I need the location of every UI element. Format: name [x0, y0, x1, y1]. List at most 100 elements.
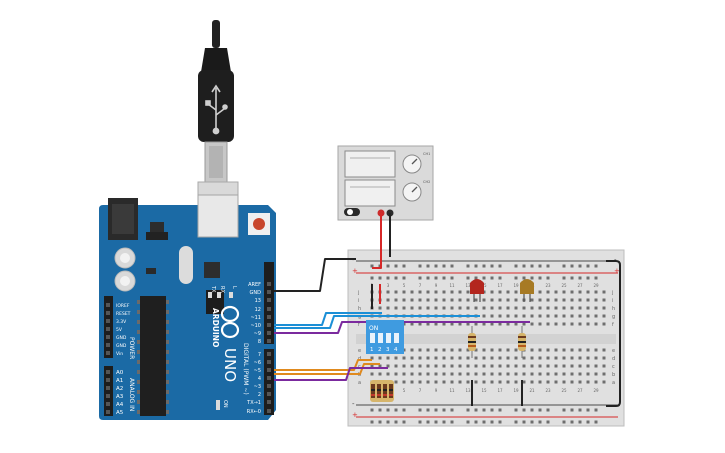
- breadboard-hole[interactable]: [490, 306, 494, 310]
- breadboard-hole[interactable]: [418, 348, 422, 352]
- breadboard-hole[interactable]: [434, 306, 438, 310]
- breadboard-hole[interactable]: [402, 306, 406, 310]
- breadboard-hole[interactable]: [442, 322, 446, 326]
- header-pin[interactable]: [106, 351, 110, 355]
- breadboard-hole[interactable]: [578, 348, 582, 352]
- breadboard-hole[interactable]: [450, 356, 454, 360]
- breadboard-hole[interactable]: [490, 356, 494, 360]
- breadboard-hole[interactable]: [434, 380, 438, 384]
- header-pin[interactable]: [267, 360, 271, 364]
- breadboard-hole[interactable]: [602, 372, 606, 376]
- breadboard-hole[interactable]: [482, 408, 486, 412]
- breadboard-hole[interactable]: [490, 298, 494, 302]
- breadboard-hole[interactable]: [434, 408, 438, 412]
- breadboard-hole[interactable]: [578, 314, 582, 318]
- breadboard-hole[interactable]: [514, 298, 518, 302]
- breadboard-hole[interactable]: [426, 356, 430, 360]
- breadboard-hole[interactable]: [466, 372, 470, 376]
- breadboard-hole[interactable]: [546, 372, 550, 376]
- breadboard-hole[interactable]: [434, 298, 438, 302]
- breadboard-hole[interactable]: [554, 290, 558, 294]
- led-red[interactable]: [470, 279, 484, 302]
- breadboard-hole[interactable]: [410, 372, 414, 376]
- breadboard-hole[interactable]: [402, 290, 406, 294]
- breadboard-hole[interactable]: [594, 348, 598, 352]
- breadboard-hole[interactable]: [418, 306, 422, 310]
- breadboard-hole[interactable]: [594, 276, 598, 280]
- breadboard-hole[interactable]: [450, 322, 454, 326]
- breadboard-hole[interactable]: [514, 348, 518, 352]
- header-pin[interactable]: [106, 394, 110, 398]
- breadboard-hole[interactable]: [426, 420, 430, 424]
- wire-black[interactable]: [606, 260, 621, 407]
- breadboard-hole[interactable]: [562, 364, 566, 368]
- breadboard-hole[interactable]: [466, 264, 470, 268]
- breadboard-hole[interactable]: [458, 290, 462, 294]
- breadboard-hole[interactable]: [498, 348, 502, 352]
- breadboard-hole[interactable]: [458, 372, 462, 376]
- breadboard-hole[interactable]: [586, 290, 590, 294]
- breadboard-hole[interactable]: [450, 348, 454, 352]
- wire-blue[interactable]: [274, 312, 382, 326]
- breadboard-hole[interactable]: [490, 322, 494, 326]
- breadboard-hole[interactable]: [578, 364, 582, 368]
- breadboard-hole[interactable]: [482, 356, 486, 360]
- breadboard-hole[interactable]: [458, 356, 462, 360]
- breadboard-hole[interactable]: [594, 290, 598, 294]
- breadboard-hole[interactable]: [410, 348, 414, 352]
- led-yellow[interactable]: [520, 279, 534, 302]
- breadboard-hole[interactable]: [378, 372, 382, 376]
- breadboard-hole[interactable]: [426, 364, 430, 368]
- breadboard-hole[interactable]: [570, 290, 574, 294]
- breadboard-hole[interactable]: [474, 276, 478, 280]
- header-pin[interactable]: [267, 376, 271, 380]
- header-pin[interactable]: [267, 409, 271, 413]
- breadboard-hole[interactable]: [522, 264, 526, 268]
- breadboard-hole[interactable]: [546, 356, 550, 360]
- breadboard-hole[interactable]: [530, 372, 534, 376]
- breadboard-hole[interactable]: [386, 364, 390, 368]
- breadboard-hole[interactable]: [418, 372, 422, 376]
- breadboard-hole[interactable]: [474, 348, 478, 352]
- breadboard-hole[interactable]: [514, 380, 518, 384]
- header-pin[interactable]: [267, 323, 271, 327]
- breadboard-hole[interactable]: [538, 290, 542, 294]
- breadboard-hole[interactable]: [506, 380, 510, 384]
- breadboard-hole[interactable]: [442, 364, 446, 368]
- breadboard-hole[interactable]: [578, 372, 582, 376]
- breadboard-hole[interactable]: [450, 408, 454, 412]
- breadboard-hole[interactable]: [426, 298, 430, 302]
- breadboard-hole[interactable]: [562, 420, 566, 424]
- breadboard-hole[interactable]: [490, 264, 494, 268]
- breadboard-hole[interactable]: [370, 264, 374, 268]
- breadboard-hole[interactable]: [402, 298, 406, 302]
- dip-toggle[interactable]: [386, 333, 391, 343]
- breadboard-hole[interactable]: [594, 306, 598, 310]
- resistor-bank[interactable]: [370, 380, 394, 402]
- header-pin[interactable]: [106, 327, 110, 331]
- breadboard-hole[interactable]: [466, 298, 470, 302]
- breadboard-hole[interactable]: [522, 380, 526, 384]
- breadboard-hole[interactable]: [482, 306, 486, 310]
- breadboard-hole[interactable]: [506, 314, 510, 318]
- breadboard-hole[interactable]: [442, 348, 446, 352]
- header-pin[interactable]: [267, 392, 271, 396]
- breadboard-hole[interactable]: [426, 290, 430, 294]
- breadboard-hole[interactable]: [562, 264, 566, 268]
- breadboard-hole[interactable]: [386, 420, 390, 424]
- breadboard-hole[interactable]: [602, 356, 606, 360]
- breadboard-hole[interactable]: [426, 322, 430, 326]
- breadboard-hole[interactable]: [410, 322, 414, 326]
- breadboard-hole[interactable]: [546, 322, 550, 326]
- breadboard-hole[interactable]: [474, 408, 478, 412]
- breadboard-hole[interactable]: [482, 314, 486, 318]
- breadboard-hole[interactable]: [514, 356, 518, 360]
- breadboard-hole[interactable]: [498, 298, 502, 302]
- breadboard-hole[interactable]: [466, 348, 470, 352]
- breadboard-hole[interactable]: [458, 348, 462, 352]
- header-pin[interactable]: [106, 303, 110, 307]
- breadboard-hole[interactable]: [522, 322, 526, 326]
- breadboard-hole[interactable]: [490, 364, 494, 368]
- breadboard-hole[interactable]: [586, 314, 590, 318]
- breadboard-hole[interactable]: [530, 276, 534, 280]
